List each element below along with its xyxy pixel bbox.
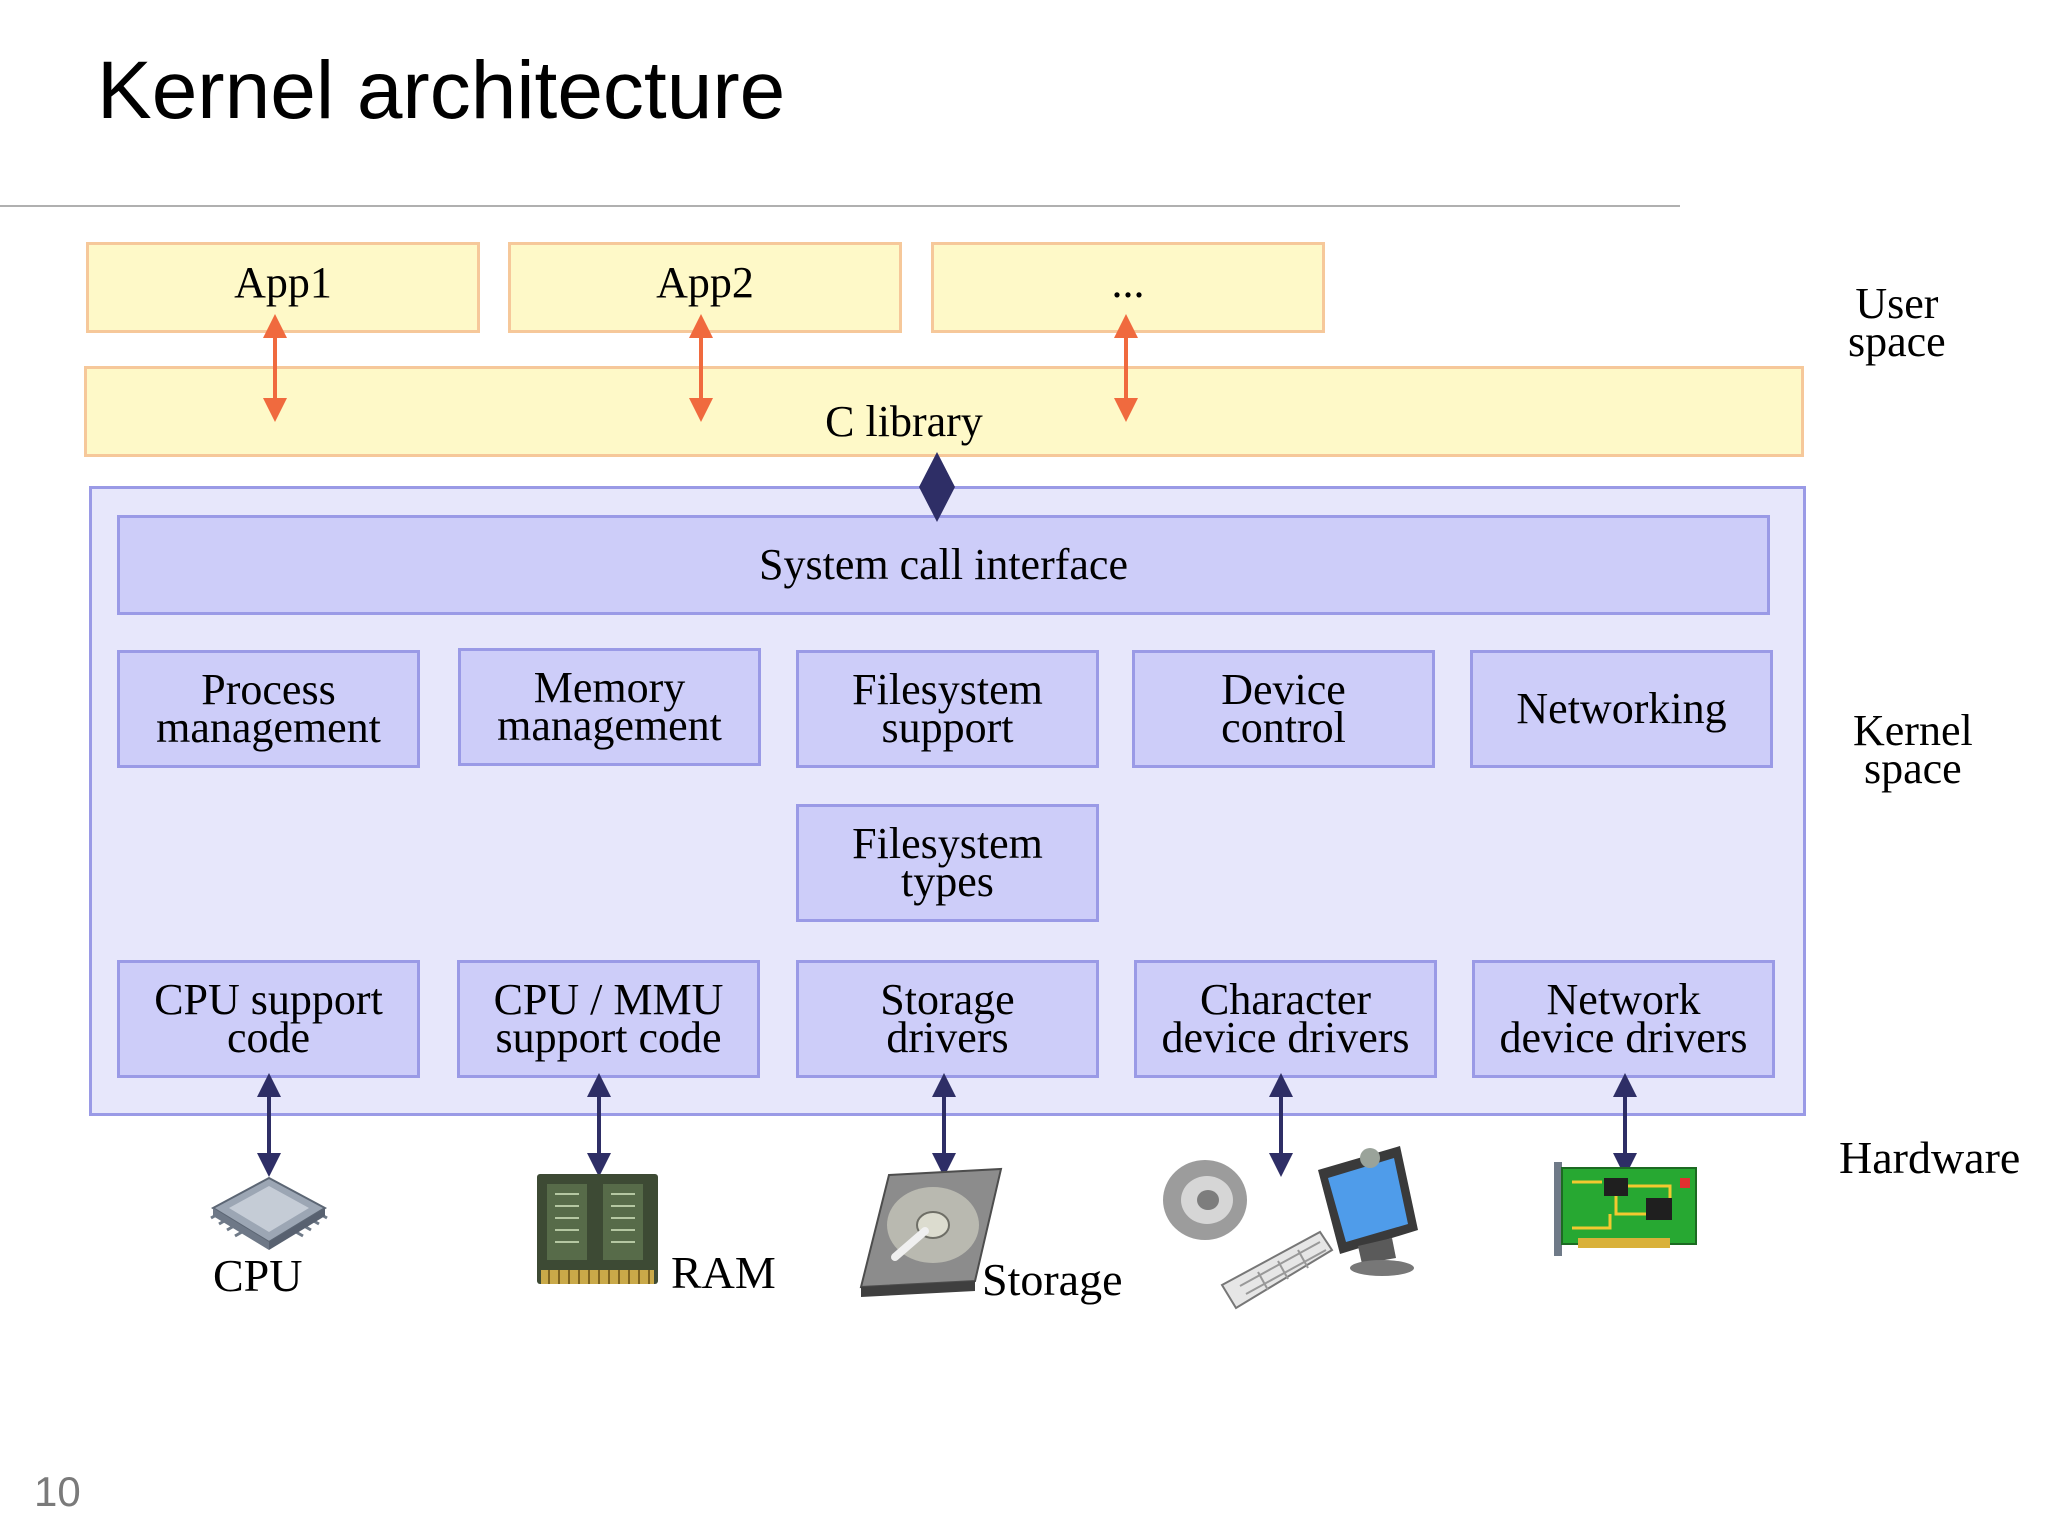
c-library-box: C library bbox=[84, 366, 1804, 457]
system-call-interface-box: System call interface bbox=[117, 515, 1770, 615]
speaker-icon bbox=[1163, 1160, 1247, 1240]
hard-drive-icon bbox=[859, 1167, 1003, 1297]
ram-device-label: RAM bbox=[671, 1247, 776, 1298]
system-call-interface-label: System call interface bbox=[759, 540, 1128, 589]
storage-drivers-box: Storage drivers bbox=[796, 960, 1099, 1078]
filesystem-support-box: Filesystem support bbox=[796, 650, 1099, 768]
title-divider bbox=[0, 205, 1680, 207]
kernel-space-label: Kernel space bbox=[1853, 706, 1973, 793]
ram-module-icon bbox=[537, 1174, 658, 1284]
filesystem-types-label: Filesystem types bbox=[852, 819, 1043, 906]
device-control-label: Device control bbox=[1221, 665, 1346, 752]
filesystem-types-box: Filesystem types bbox=[796, 804, 1099, 922]
cpu-chip-icon bbox=[210, 1176, 328, 1250]
hardware-label: Hardware bbox=[1839, 1132, 2021, 1183]
keyboard-icon bbox=[1220, 1230, 1334, 1310]
syscall-diamond bbox=[919, 452, 955, 522]
app2-label: App2 bbox=[656, 257, 754, 307]
peripherals-icon bbox=[1163, 1146, 1418, 1310]
storage-drivers-label: Storage drivers bbox=[880, 975, 1015, 1062]
app-more-label: ... bbox=[1111, 257, 1145, 307]
cpu-support-code-label: CPU support code bbox=[154, 975, 383, 1062]
process-management-label: Process management bbox=[156, 665, 381, 752]
app1-label: App1 bbox=[234, 257, 332, 307]
page-number: 10 bbox=[34, 1468, 81, 1515]
storage-device-label: Storage bbox=[982, 1254, 1123, 1305]
c-library-label: C library bbox=[825, 396, 983, 446]
hardware-arrows bbox=[257, 1073, 1637, 1177]
process-management-box: Process management bbox=[117, 650, 420, 768]
device-control-box: Device control bbox=[1132, 650, 1435, 768]
memory-management-box: Memory management bbox=[458, 648, 761, 766]
filesystem-support-label: Filesystem support bbox=[852, 665, 1043, 752]
cpu-device-label: CPU bbox=[213, 1250, 303, 1301]
slide-title: Kernel architecture bbox=[97, 45, 786, 136]
cpu-mmu-support-code-label: CPU / MMU support code bbox=[493, 975, 724, 1062]
network-card-icon bbox=[1554, 1162, 1697, 1256]
network-device-drivers-label: Network device drivers bbox=[1499, 975, 1748, 1062]
user-space-label: User space bbox=[1848, 279, 1946, 366]
memory-management-label: Memory management bbox=[497, 663, 722, 750]
user-space-arrows bbox=[263, 314, 1138, 422]
character-device-drivers-label: Character device drivers bbox=[1161, 975, 1410, 1062]
networking-label: Networking bbox=[1516, 684, 1727, 733]
monitor-icon bbox=[1318, 1146, 1418, 1276]
networking-box: Networking bbox=[1470, 650, 1773, 768]
